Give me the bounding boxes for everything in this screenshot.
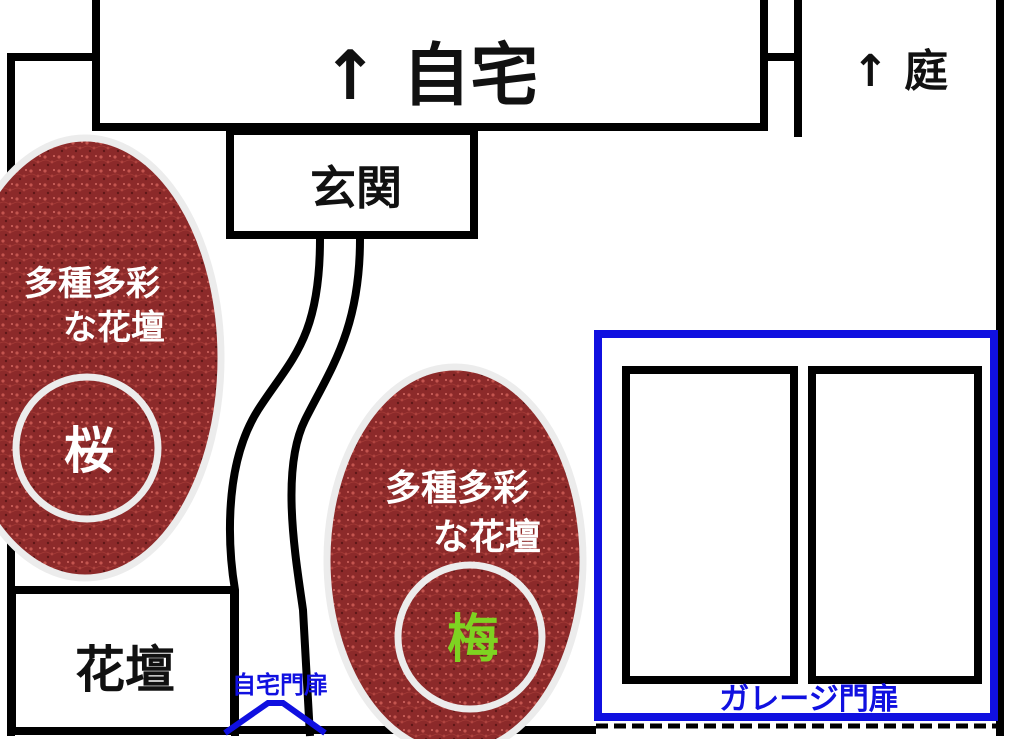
home-gate-label: 自宅門扉 — [232, 671, 328, 699]
flowerbed-center-label-1: 多種多彩 — [385, 468, 529, 509]
home-label: ↑ 自宅 — [322, 37, 539, 116]
garage-gate-label: ガレージ門扉 — [719, 682, 898, 717]
flowerbed-small — [8, 586, 238, 735]
garden-label: ↑ 庭 — [852, 46, 948, 97]
house-block — [92, 0, 768, 131]
flowerbed-left-label-2: な花壇 — [63, 308, 165, 348]
walkway-left-edge — [225, 238, 324, 736]
sakura-tree-circle — [12, 373, 162, 523]
parking-space-right — [808, 366, 982, 684]
home-gate — [223, 700, 327, 736]
flowerbed-left-label-1: 多種多彩 — [24, 264, 160, 304]
flowerbed-left — [0, 134, 225, 582]
walkway-right-edge — [287, 238, 364, 737]
parking-space-left — [622, 366, 798, 684]
entrance-label: 玄関 — [310, 161, 402, 215]
entrance-block — [226, 127, 478, 239]
flowerbed-center-label-2: な花壇 — [433, 516, 541, 558]
ume-tree-circle — [394, 561, 546, 713]
sakura-label: 桜 — [64, 422, 114, 480]
flowerbed-center — [323, 363, 587, 739]
flowerbed-small-label: 花壇 — [75, 641, 175, 699]
ume-label: 梅 — [447, 610, 499, 670]
